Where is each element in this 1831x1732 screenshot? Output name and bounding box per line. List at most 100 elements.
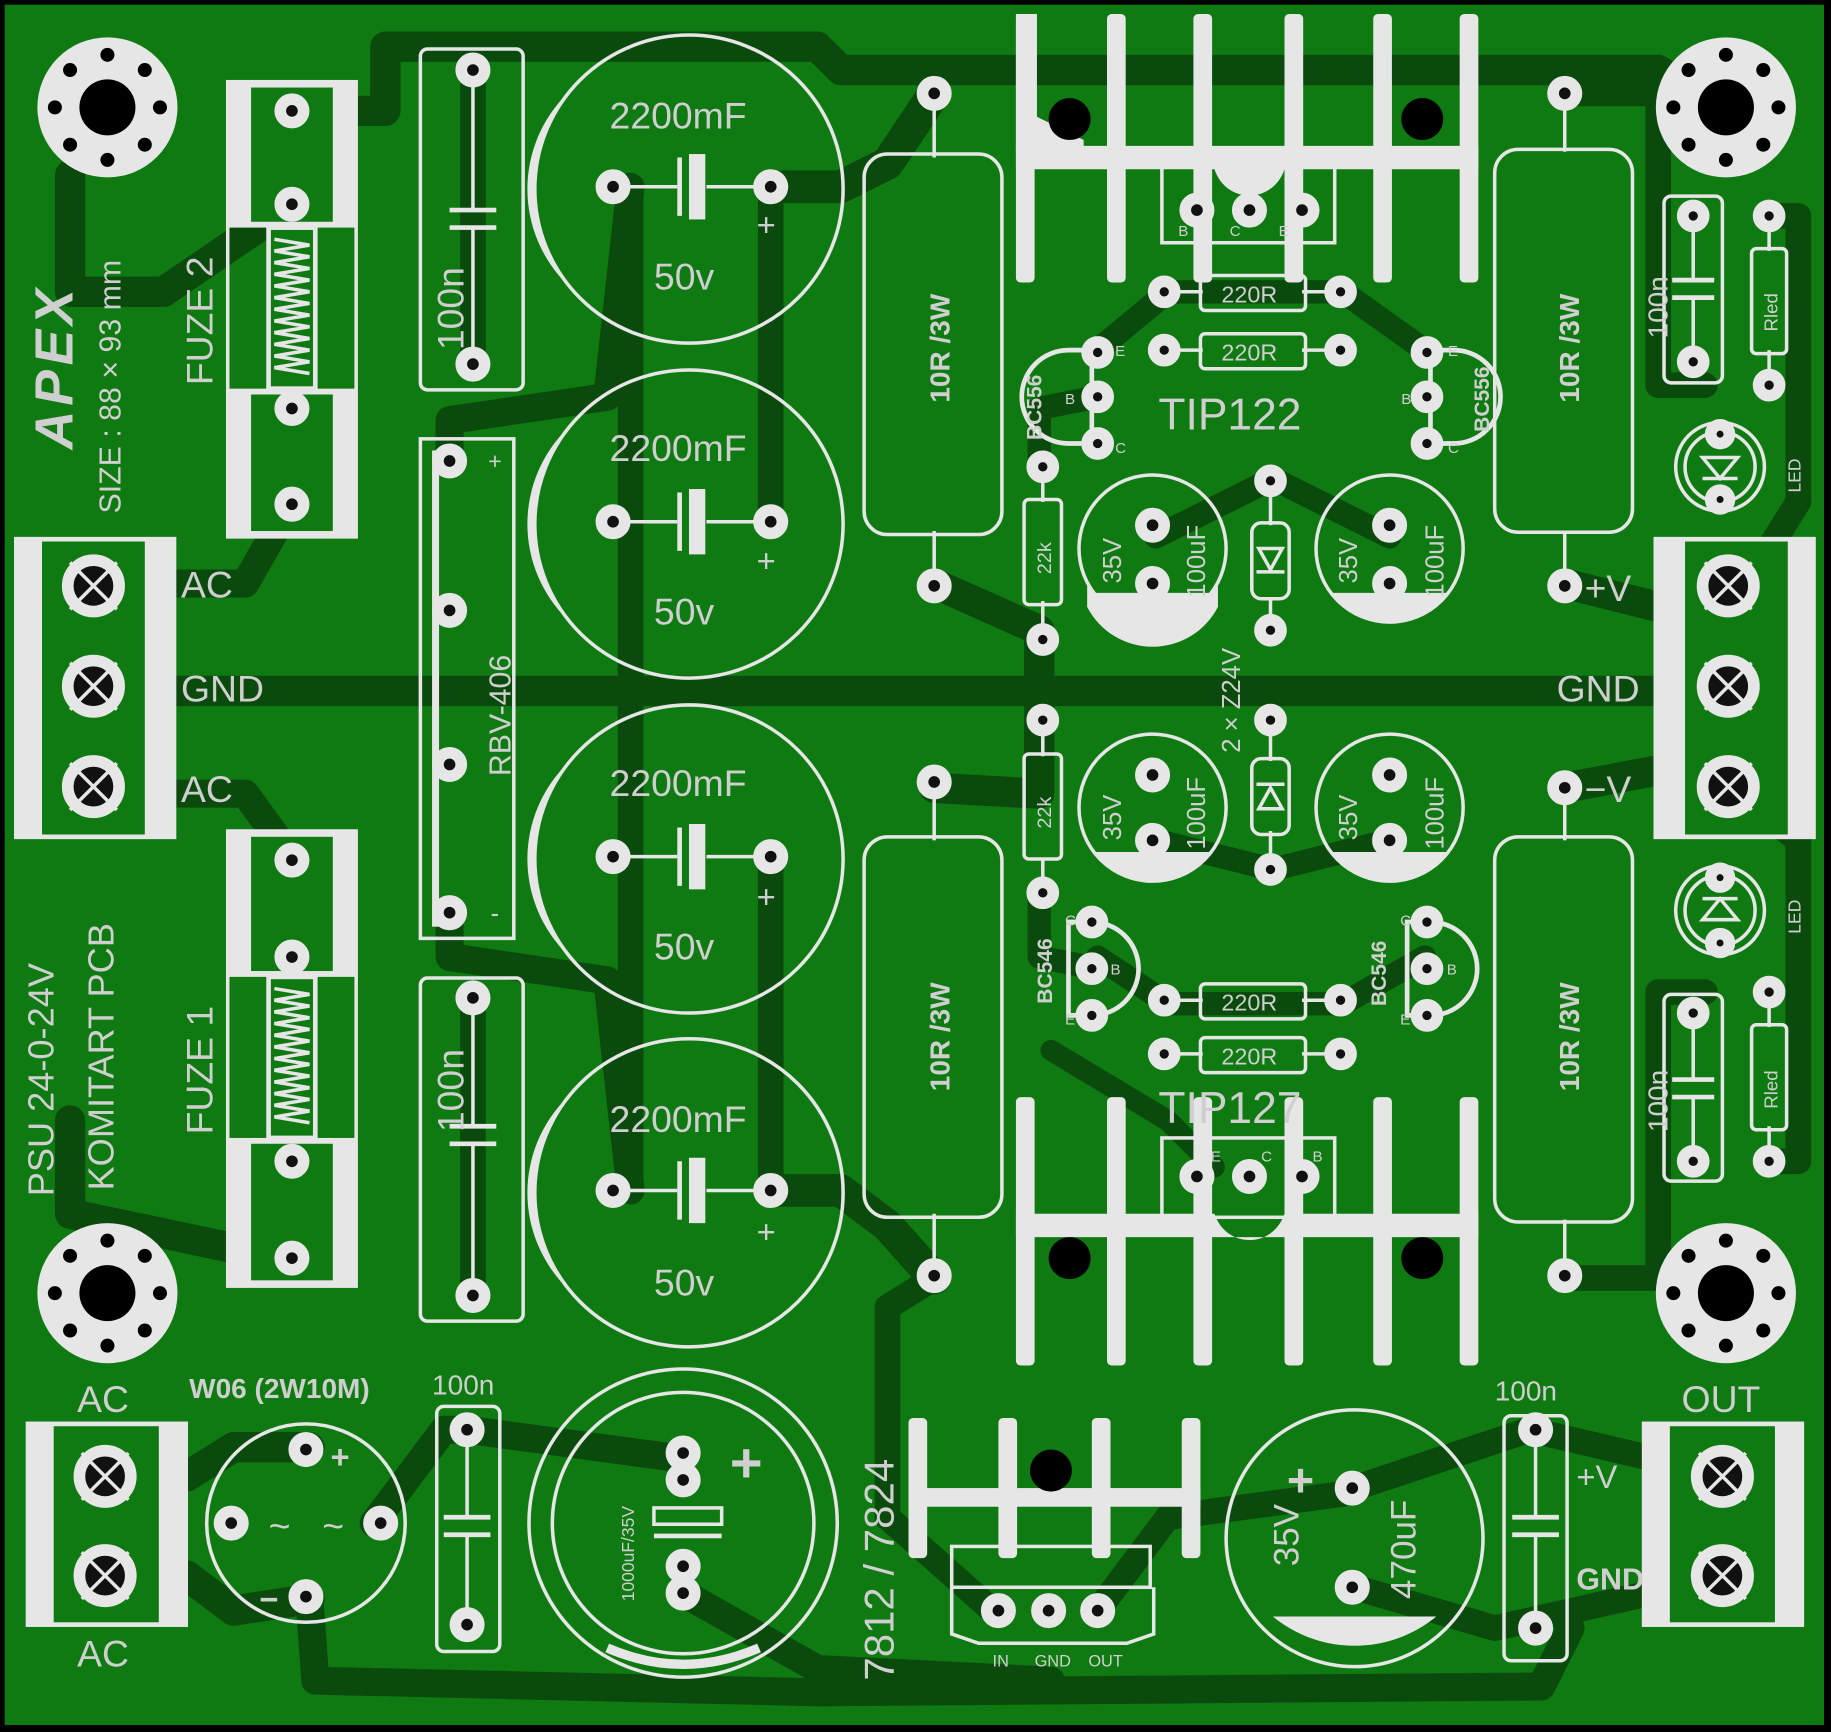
right-c100n-label-2: 100n (1643, 1070, 1674, 1132)
reg-in: IN (993, 1653, 1009, 1671)
bc556-label-right: BC556 (1471, 366, 1494, 431)
cap-2200mf-2 (527, 368, 845, 680)
c1000-label: 1000uF/35V (618, 1506, 638, 1602)
terminal-out-3pin (1653, 536, 1816, 840)
cap-100n-output (1502, 1412, 1569, 1663)
resistor-220r-group (1147, 273, 1357, 1075)
r10-label-4: 10R /3W (1554, 982, 1585, 1091)
bc546-l-pin-e: E (1065, 1012, 1075, 1029)
tip127-pin-b: B (1313, 1148, 1323, 1165)
resistor-10r-3w-4 (1492, 770, 1635, 1294)
cap3-voltage: 50v (654, 925, 715, 967)
transistor-bc546-left (1066, 905, 1141, 1032)
c1000-plus: + (730, 1431, 763, 1494)
r10-label-1: 10R /3W (924, 293, 955, 402)
brand-logo: APEX (24, 284, 84, 451)
silkscreen-text: APEX SIZE : 88 × 93 mm FUZE 2 FUZE 1 PSU… (21, 94, 1805, 1680)
w06-ac-right: ~ (322, 1504, 344, 1546)
c100n-input-label: 100n (432, 1370, 494, 1401)
c100uf-v-4: 35V (1335, 794, 1363, 841)
board-title-1: PSU 24-0-24V (21, 963, 62, 1196)
cap4-voltage: 50v (654, 1262, 715, 1304)
bc546-label-right: BC546 (1368, 941, 1391, 1006)
bc546-r-pin-b: B (1447, 962, 1457, 979)
resistor-10r-3w-2 (862, 764, 1004, 1294)
rled-label-2: Rled (1760, 1070, 1781, 1108)
fuze2-label: FUZE 2 (179, 257, 221, 386)
rled-label-1: Rled (1760, 293, 1781, 331)
gnd-right-label: GND (1557, 667, 1640, 709)
tip122-pin-b: B (1178, 223, 1188, 240)
out-label: OUT (1682, 1378, 1761, 1420)
bc556-r-pin-b: B (1401, 391, 1411, 408)
rbv-minus: - (490, 900, 499, 928)
bc546-label-left: BC546 (1034, 938, 1057, 1003)
cap3-plus: + (757, 878, 776, 915)
bc556-l-pin-c: C (1115, 440, 1126, 457)
bc556-label-left: BC556 (1024, 375, 1047, 440)
fuse-2 (225, 79, 358, 539)
fuze1-label: FUZE 1 (179, 1006, 221, 1135)
bc546-r-pin-c: C (1400, 913, 1411, 930)
ac-bottom-label: AC (181, 768, 233, 810)
cap-100n-lower-left (418, 976, 525, 1323)
bc546-l-pin-c: C (1065, 913, 1076, 930)
cap-1000uf (527, 1367, 840, 1679)
c100uf-val-1: 100uF (1183, 525, 1211, 598)
terminal-out-2pin (1641, 1421, 1805, 1627)
right-c100n-label-1: 100n (1643, 276, 1674, 338)
resistor-10r-3w-3 (1492, 75, 1635, 604)
bc546-r-pin-e: E (1400, 1012, 1410, 1029)
terminal-ac-in-2pin (25, 1421, 189, 1627)
bc556-l-pin-e: E (1115, 343, 1125, 360)
c100uf-val-4: 100uF (1421, 777, 1449, 850)
regulator-heatsink (908, 1418, 1201, 1646)
led-label-2: LED (1785, 900, 1805, 934)
c100uf-v-1: 35V (1099, 537, 1127, 584)
c470-voltage: 35V (1268, 1503, 1307, 1566)
fuse-1 (225, 829, 358, 1288)
ac-top-label: AC (181, 564, 233, 606)
c100uf-val-2: 100uF (1421, 525, 1449, 598)
w06-plus: + (330, 1438, 349, 1475)
cap-100uf-group (1077, 473, 1465, 883)
cap-2200mf-4 (527, 1036, 845, 1349)
rbv-label: RBV-406 (484, 655, 517, 776)
led-label-1: LED (1785, 458, 1805, 492)
out-gnd-label: GND (1576, 1564, 1643, 1597)
c100n-label-1: 100n (430, 267, 472, 350)
cap3-value: 2200mF (610, 762, 747, 804)
pos-v-label: +V (1585, 567, 1632, 609)
c100uf-val-3: 100uF (1183, 777, 1211, 850)
rbv-plus: + (488, 448, 502, 474)
r220-label-4: 220R (1221, 1043, 1277, 1069)
tip127-pin-c: C (1261, 1148, 1272, 1165)
c100uf-v-2: 35V (1335, 537, 1363, 584)
cap2-voltage: 50v (654, 590, 715, 632)
reg-out: OUT (1088, 1653, 1123, 1671)
tip127-label: TIP127 (1158, 1084, 1301, 1133)
w06-label: W06 (2W10M) (189, 1373, 370, 1404)
c100n-label-2: 100n (430, 1049, 472, 1132)
c100n-output-label: 100n (1495, 1376, 1557, 1407)
r220-label-3: 220R (1221, 990, 1277, 1016)
zener-diodes (1250, 464, 1291, 886)
c470-plus: + (1287, 1454, 1314, 1506)
w06-minus: − (259, 1581, 278, 1618)
r220-label-1: 220R (1221, 281, 1277, 307)
zener-label: 2 × Z24V (1218, 647, 1246, 753)
r22k-label-2: 22k (1034, 797, 1056, 829)
heatsink-top (1015, 14, 1479, 283)
right-aux-components (1662, 194, 1789, 1183)
transistor-bc546-right (1404, 905, 1480, 1032)
r10-label-3: 10R /3W (1554, 293, 1585, 402)
r10-label-2: 10R /3W (924, 982, 955, 1091)
heatsink-bottom (1015, 1097, 1479, 1366)
terminal-ac-in-3pin (14, 536, 177, 840)
bc556-r-pin-c: C (1448, 440, 1459, 457)
cap2-plus: + (757, 542, 776, 579)
cap-100n-upper-left (418, 47, 525, 392)
c100uf-v-3: 35V (1099, 794, 1127, 841)
out-pos-label: +V (1576, 1458, 1617, 1495)
